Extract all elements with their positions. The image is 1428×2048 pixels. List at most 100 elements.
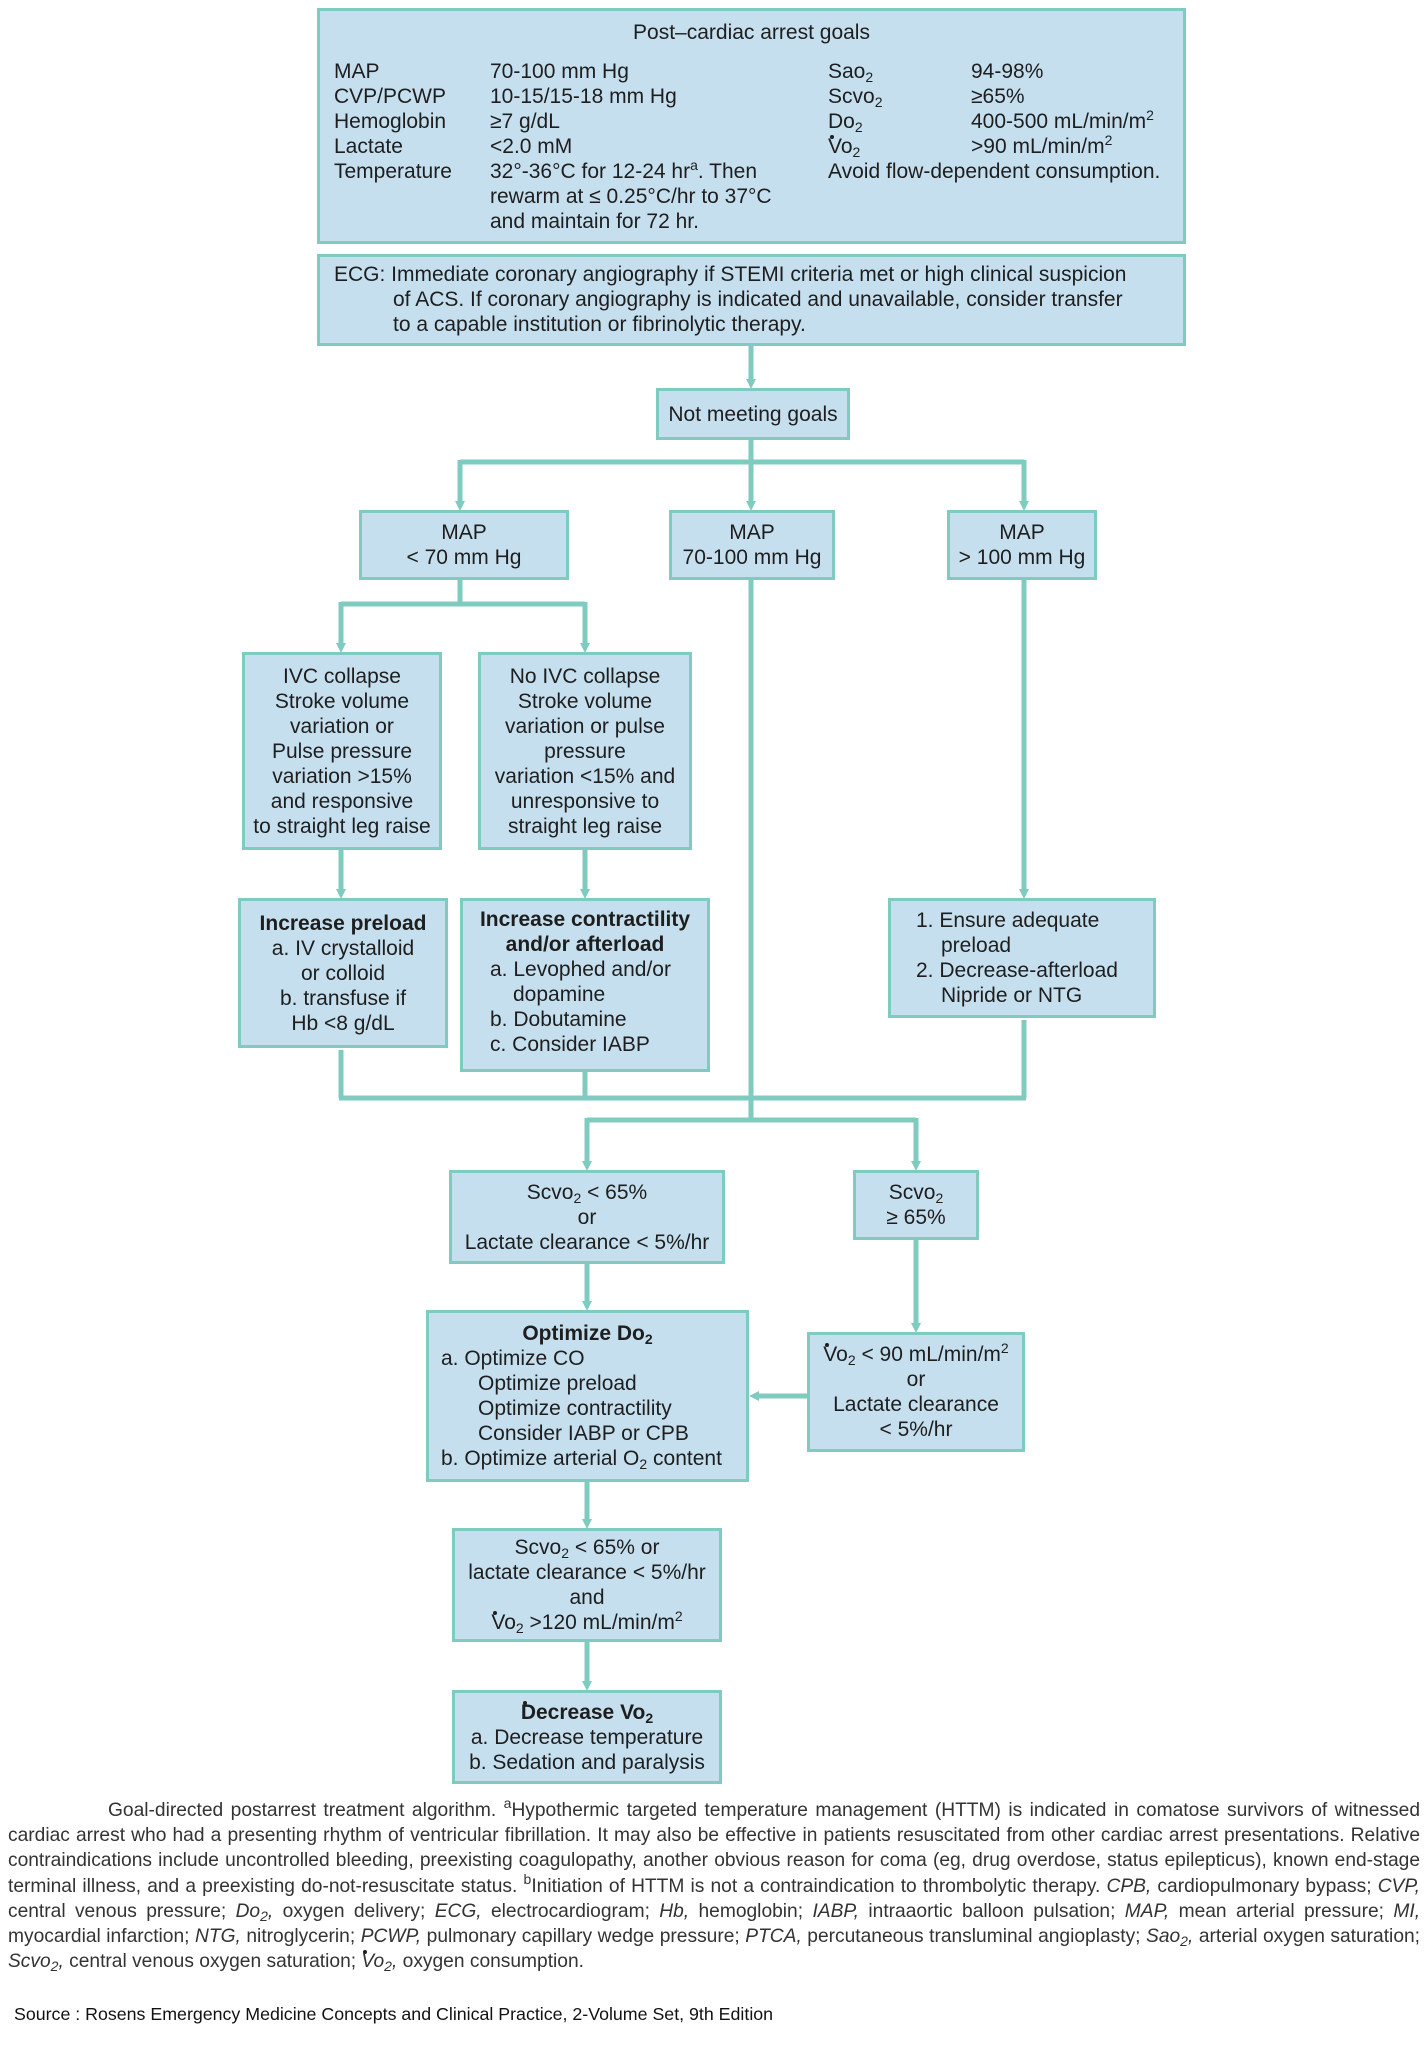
map-mid-value: 70-100 mm Hg — [682, 546, 822, 569]
scvo-vo2-line-4: Vo2 >120 mL/min/m2 — [491, 1608, 683, 1636]
caption-text: Goal-directed postarrest treatment algor… — [108, 1800, 504, 1821]
map-low-label: MAP — [441, 521, 487, 544]
caption-abbr: CPB, — [1106, 1875, 1152, 1897]
scvo-high-box: Scvo2 ≥ 65% — [853, 1170, 979, 1240]
vo2-line-2: or — [906, 1368, 926, 1391]
scvo-low-line-2: or — [577, 1205, 597, 1229]
optimize-line: Optimize contractility — [478, 1397, 672, 1420]
goal-value: ≥65% — [971, 85, 1025, 108]
vo2-line-3: Lactate clearance — [833, 1393, 999, 1416]
caption-abbreviations: CPB, cardiopulmonary bypass; CVP, centra… — [8, 1875, 1420, 1975]
caption-abbr: PCWP, — [360, 1926, 422, 1948]
contractility-line: b. Dobutamine — [490, 1008, 627, 1031]
goal-label: MAP — [334, 60, 380, 83]
ivc-collapse-line: IVC collapse — [283, 664, 401, 688]
goals-right-values: 94-98% ≥65% 400-500 mL/min/m2 >90 mL/min… — [971, 59, 1154, 159]
caption-abbr-definition: intraaortic balloon pulsation; — [859, 1900, 1125, 1922]
caption-abbr-definition: cardiopulmonary bypass; — [1151, 1875, 1378, 1897]
goal-value: >90 mL/min/m2 — [971, 132, 1113, 158]
optimize-line: Consider IABP or CPB — [478, 1422, 689, 1445]
vo2-line-1: Vo2 < 90 mL/min/m2 — [823, 1340, 1009, 1368]
goal-value: 70-100 mm Hg — [490, 60, 629, 83]
no-ivc-collapse-box: No IVC collapse Stroke volume variation … — [478, 652, 692, 850]
map-low-value: < 70 mm Hg — [406, 546, 522, 569]
vo2-box: Vo2 < 90 mL/min/m2 or Lactate clearance … — [807, 1332, 1025, 1452]
increase-preload-box: Increase preload a. IV crystalloid or co… — [238, 898, 448, 1048]
scvo-low-box: Scvo2 < 65% or Lactate clearance < 5%/hr — [449, 1170, 725, 1264]
caption-abbr-definition: oxygen delivery; — [273, 1900, 435, 1922]
caption-abbr: IABP, — [812, 1900, 860, 1922]
ensure-line: 2. Decrease-afterload — [916, 959, 1118, 982]
source-line: Source : Rosens Emergency Medicine Conce… — [14, 2004, 774, 2024]
connector-lines — [336, 344, 1029, 1691]
ensure-line: 1. Ensure adequate — [916, 909, 1100, 932]
ecg-box: ECG: Immediate coronary angiography if S… — [317, 254, 1186, 346]
scvo-low-line-1: Scvo2 < 65% — [526, 1180, 648, 1206]
ivc-collapse-box: IVC collapse Stroke volume variation or … — [242, 652, 442, 850]
caption-abbr-definition: myocardial infarction; — [8, 1926, 196, 1948]
map-mid-label: MAP — [729, 521, 775, 544]
ivc-collapse-line: Stroke volume — [274, 689, 410, 713]
scvo-vo2-line-3: and — [569, 1586, 605, 1609]
caption-abbr-definition: percutaneous transluminal angioplasty; — [801, 1926, 1147, 1948]
caption-abbr-definition: mean arterial pressure; — [1169, 1900, 1394, 1922]
contractility-line: c. Consider IABP — [490, 1033, 650, 1056]
map-low-box: MAP < 70 mm Hg — [359, 510, 569, 580]
caption-abbr-definition: nitroglycerin; — [240, 1926, 361, 1948]
increase-contractility-box: Increase contractility and/or afterload … — [460, 898, 710, 1072]
scvo-high-line-1: Scvo2 — [888, 1181, 944, 1206]
goal-label: Scvo2 — [828, 85, 883, 110]
caption-abbr: NTG, — [195, 1926, 241, 1948]
scvo-low-line-3: Lactate clearance < 5%/hr — [464, 1230, 710, 1254]
ecg-line-1: ECG: Immediate coronary angiography if S… — [334, 263, 1127, 286]
contractility-line: dopamine — [513, 983, 606, 1006]
ivc-collapse-line: and responsive — [270, 789, 414, 813]
ecg-line-2: of ACS. If coronary angiography is indic… — [393, 288, 1123, 311]
caption-abbr: ECG, — [434, 1900, 482, 1922]
goals-right-labels: Sao2 Scvo2 Do2 Vo2 Avoid flow-dependent … — [828, 59, 1160, 184]
goal-label: CVP/PCWP — [334, 85, 447, 108]
map-mid-box: MAP 70-100 mm Hg — [669, 510, 835, 580]
ivc-collapse-line: to straight leg raise — [253, 814, 431, 838]
optimize-do2-box: Optimize Do2 a. Optimize CO Optimize pre… — [426, 1310, 749, 1482]
goals-left-labels: MAP CVP/PCWP Hemoglobin Lactate Temperat… — [334, 59, 452, 184]
map-high-box: MAP > 100 mm Hg — [947, 510, 1097, 580]
decrease-title: Decrease Vo2 — [520, 1700, 654, 1726]
contractility-title: Increase contractility — [479, 908, 691, 931]
caption-abbr-definition: pulmonary capillary wedge pressure; — [421, 1926, 746, 1948]
caption-abbr-definition: hemoglobin; — [689, 1900, 813, 1922]
goal-value-temperature-2: rewarm at ≤ 0.25°C/hr to 37°C — [490, 185, 772, 208]
no-ivc-line: Stroke volume — [517, 689, 653, 713]
decrease-line: b. Sedation and paralysis — [469, 1750, 705, 1774]
goals-box: Post–cardiac arrest goals MAP CVP/PCWP H… — [317, 8, 1186, 244]
caption-abbr: PTCA, — [745, 1926, 802, 1948]
ensure-line: Nipride or NTG — [941, 984, 1083, 1007]
map-high-value: > 100 mm Hg — [958, 546, 1086, 569]
caption-abbr: Scvo2, — [8, 1951, 64, 1975]
decrease-vo2-box: Decrease Vo2 a. Decrease temperature b. … — [452, 1690, 722, 1784]
caption-abbr-definition: central venous pressure; — [8, 1900, 236, 1922]
no-ivc-line: variation or pulse — [505, 714, 665, 738]
ecg-line-3: to a capable institution or fibrinolytic… — [393, 313, 806, 336]
scvo-vo2-line-2: lactate clearance < 5%/hr — [468, 1561, 706, 1584]
goal-label: Vo2 — [828, 135, 861, 160]
contractility-title-2: and/or afterload — [505, 933, 665, 956]
caption-sup: a — [503, 1795, 512, 1811]
preload-line: b. transfuse if — [279, 986, 407, 1010]
goal-value-temperature: 32°-36°C for 12-24 hra. Then — [490, 157, 758, 183]
caption-abbr: Do2, — [235, 1900, 274, 1924]
caption-abbr: MAP, — [1124, 1900, 1170, 1922]
goal-label: Temperature — [334, 160, 452, 183]
caption-abbr-definition: electrocardiogram; — [481, 1900, 660, 1922]
goals-title: Post–cardiac arrest goals — [633, 21, 870, 44]
goal-value: ≥7 g/dL — [490, 110, 560, 133]
goal-label: Do2 — [828, 110, 863, 135]
ensure-preload-box: 1. Ensure adequate preload 2. Decrease-a… — [888, 898, 1156, 1018]
contractility-line: a. Levophed and/or — [490, 958, 671, 981]
increase-preload-title: Increase preload — [259, 911, 427, 935]
caption-abbr-definition: central venous oxygen saturation; — [63, 1951, 362, 1973]
ivc-collapse-line: variation >15% — [272, 764, 412, 788]
decrease-line: a. Decrease temperature — [470, 1725, 704, 1749]
figure-caption: Goal-directed postarrest treatment algor… — [8, 1795, 1420, 1975]
